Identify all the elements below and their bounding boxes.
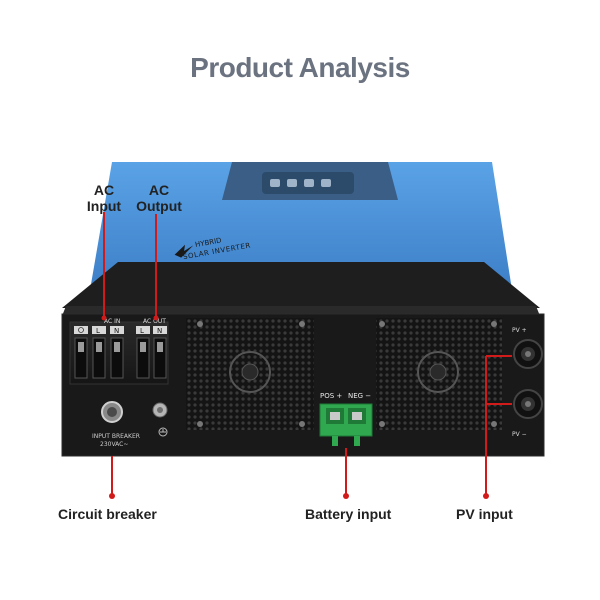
breaker-label-2: 230VAC~	[100, 441, 128, 448]
pv-minus-label: PV −	[512, 431, 527, 438]
ac-out-N: N	[157, 327, 162, 335]
ac-out-panel-label: AC OUT	[143, 318, 166, 325]
pv-plus-label: PV +	[512, 327, 527, 334]
right-fan	[417, 351, 459, 393]
ac-out-L: L	[140, 327, 144, 335]
ac-output-callout: AC Output	[130, 182, 188, 214]
pos-label: POS +	[320, 392, 342, 400]
left-fan	[229, 351, 271, 393]
battery-input-label: Battery input	[305, 506, 392, 522]
pv-input-label: PV input	[456, 506, 513, 522]
ac-in-L: L	[96, 327, 100, 335]
blue-housing	[90, 162, 512, 290]
pv-plus-connector	[513, 339, 543, 369]
breaker-label-1: INPUT BREAKER	[92, 433, 140, 440]
ac-in-N: N	[114, 327, 119, 335]
page-title: Product Analysis	[190, 52, 410, 83]
ground-symbol-icon	[158, 427, 168, 437]
ac-in-panel-label: AC IN	[104, 318, 120, 325]
neg-label: NEG −	[348, 392, 371, 400]
ac-output-callout-line1: AC	[148, 182, 170, 198]
callout-lines	[101, 212, 512, 499]
ac-input-callout: AC Input	[78, 182, 130, 214]
black-lip	[62, 262, 540, 308]
circuit-breaker-label: Circuit breaker	[58, 506, 157, 522]
ac-input-callout-line1: AC	[93, 182, 115, 198]
pv-minus-connector	[513, 389, 543, 419]
ac-output-callout-line2: Output	[136, 198, 182, 214]
ac-input-callout-line2: Input	[86, 198, 122, 214]
